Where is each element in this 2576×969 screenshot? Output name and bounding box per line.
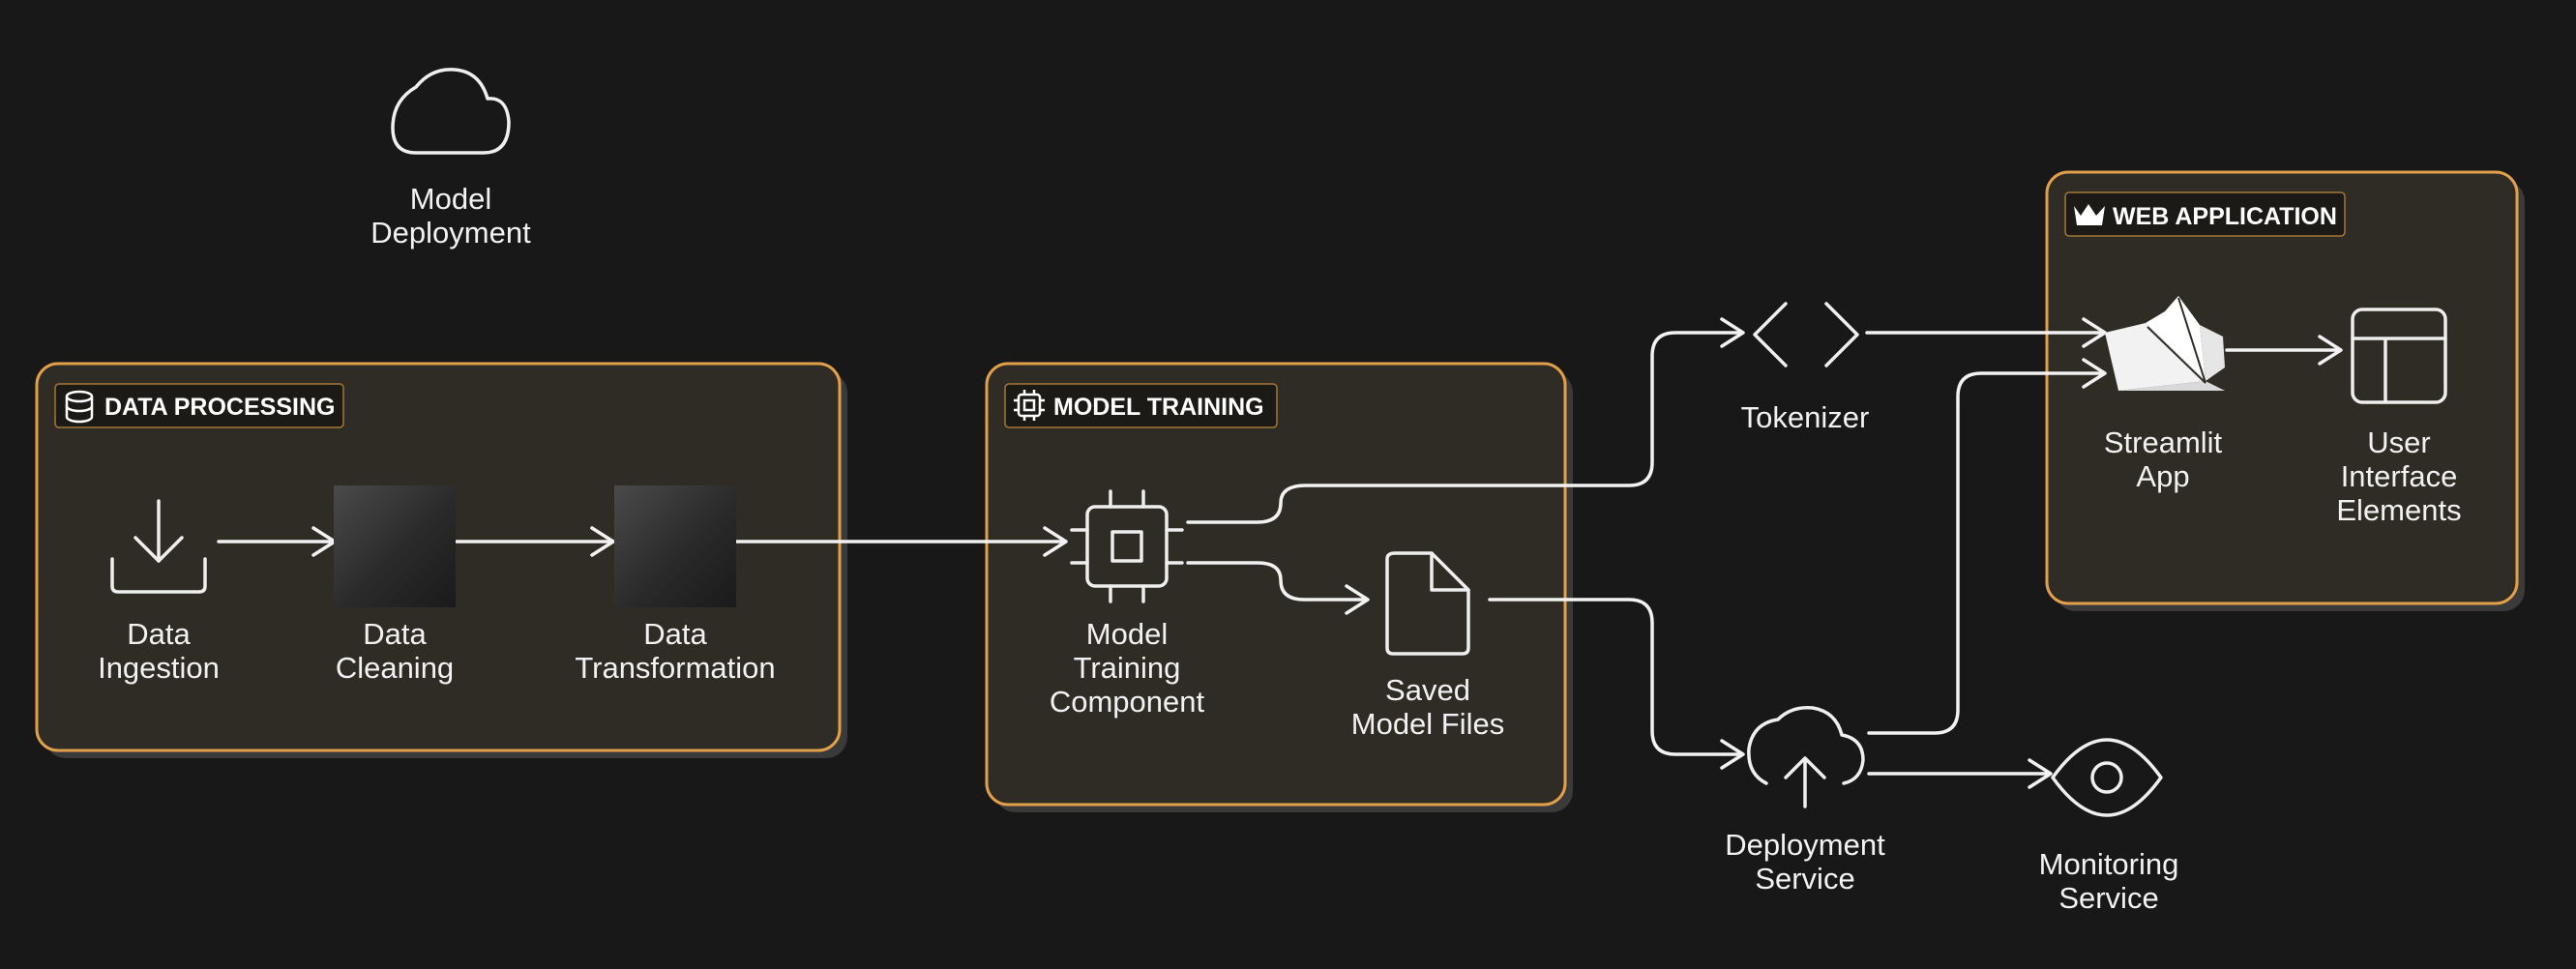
group-title-web-application: WEB APPLICATION bbox=[2113, 203, 2337, 230]
arrowhead bbox=[2028, 758, 2053, 789]
group-chip bbox=[54, 383, 344, 428]
chip-icon bbox=[1014, 390, 1045, 421]
node-label: Deployment bbox=[370, 216, 531, 250]
edge-deployment-to-streamlit bbox=[1867, 371, 2105, 735]
group-chip bbox=[2064, 191, 2346, 237]
node-label: Data bbox=[127, 617, 191, 651]
gradient-square-icon bbox=[614, 485, 736, 607]
node-label: User bbox=[2367, 426, 2430, 459]
gradient-square-icon bbox=[334, 485, 456, 607]
node-label: Deployment bbox=[1725, 828, 1885, 862]
node-label: Service bbox=[1755, 862, 1854, 896]
arrowhead bbox=[2082, 358, 2107, 389]
node-model-training-component[interactable]: Model Training Component bbox=[1050, 489, 1205, 719]
arrowhead bbox=[2318, 335, 2343, 366]
layout-icon bbox=[2351, 308, 2447, 404]
node-label: Interface bbox=[2341, 459, 2458, 493]
node-data-ingestion[interactable]: Data Ingestion bbox=[98, 499, 220, 685]
edge-saved-files-to-deployment bbox=[1488, 598, 1743, 756]
node-label: Monitoring bbox=[2039, 847, 2179, 881]
node-saved-model-files[interactable]: Saved Model Files bbox=[1351, 551, 1505, 741]
arrowhead bbox=[1720, 739, 1745, 770]
crown-icon bbox=[2074, 204, 2105, 225]
node-data-transformation[interactable]: Data Transformation bbox=[575, 485, 776, 685]
node-label: Streamlit bbox=[2104, 426, 2223, 459]
edge-training-to-saved-files bbox=[1186, 561, 1368, 602]
streamlit-crown-icon bbox=[2105, 296, 2225, 391]
node-data-cleaning[interactable]: Data Cleaning bbox=[334, 485, 456, 685]
file-icon bbox=[1385, 551, 1470, 656]
node-tokenizer[interactable]: Tokenizer bbox=[1741, 302, 1870, 434]
group-title-model-training: MODEL TRAINING bbox=[1053, 394, 1264, 421]
node-label: Training bbox=[1074, 651, 1181, 685]
node-label: Ingestion bbox=[98, 651, 220, 685]
group-title-data-processing: DATA PROCESSING bbox=[104, 394, 335, 421]
cpu-chip-icon bbox=[1070, 489, 1184, 603]
cloud-upload-icon bbox=[1747, 706, 1865, 808]
node-user-interface-elements[interactable]: User Interface Elements bbox=[2336, 308, 2462, 527]
group-web-application: WEB APPLICATION bbox=[2045, 170, 2525, 611]
code-brackets-icon bbox=[1753, 302, 1859, 367]
node-label: App bbox=[2136, 459, 2189, 493]
eye-icon bbox=[2051, 738, 2163, 817]
group-model-training: MODEL TRAINING bbox=[985, 362, 1573, 812]
database-icon bbox=[65, 390, 94, 424]
node-label: Data bbox=[643, 617, 707, 651]
edge-training-to-tokenizer bbox=[1186, 331, 1743, 524]
node-label: Saved bbox=[1385, 673, 1470, 707]
node-label: Model bbox=[410, 182, 491, 216]
node-deployment-service[interactable]: Deployment Service bbox=[1725, 706, 1885, 896]
node-label: Tokenizer bbox=[1741, 400, 1870, 434]
node-label: Transformation bbox=[575, 651, 775, 685]
edges bbox=[217, 317, 2343, 789]
node-label: Component bbox=[1050, 685, 1205, 719]
download-icon bbox=[110, 499, 207, 594]
cloud-icon bbox=[391, 68, 511, 155]
node-label: Elements bbox=[2336, 493, 2461, 527]
node-label: Cleaning bbox=[336, 651, 454, 685]
group-chip bbox=[1004, 383, 1278, 428]
arrowhead bbox=[590, 526, 615, 557]
node-monitoring-service[interactable]: Monitoring Service bbox=[2039, 738, 2179, 915]
node-label: Model Files bbox=[1351, 707, 1505, 741]
node-streamlit-app[interactable]: Streamlit App bbox=[2104, 296, 2225, 493]
arrowhead bbox=[1345, 584, 1370, 615]
node-label: Service bbox=[2058, 881, 2158, 915]
arrowhead bbox=[1720, 317, 1745, 348]
node-label: Model bbox=[1086, 617, 1168, 651]
node-model-deployment[interactable]: Model Deployment bbox=[370, 68, 531, 250]
arrowhead bbox=[1043, 526, 1068, 557]
node-label: Data bbox=[363, 617, 427, 651]
